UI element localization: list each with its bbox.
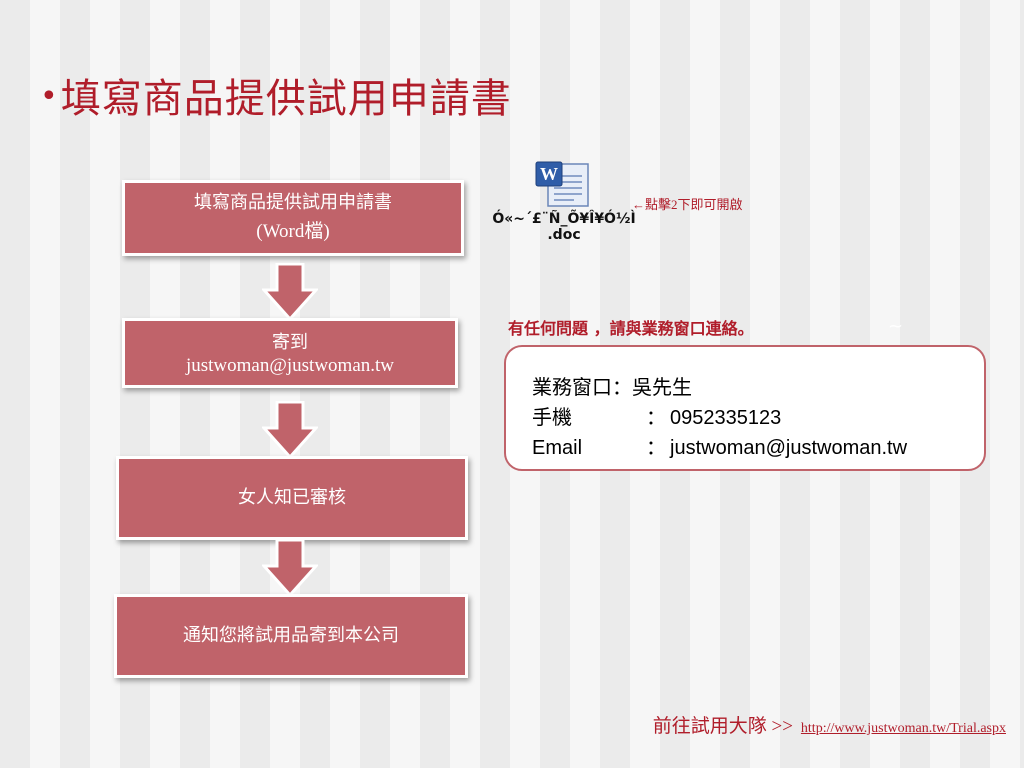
attachment-filename-line-2: .doc xyxy=(547,227,581,243)
down-arrow-3 xyxy=(262,539,318,597)
email-colon: ： xyxy=(646,437,666,459)
flow-step-review: 女人知已審核 xyxy=(116,456,468,540)
title-bullet: • xyxy=(40,79,59,114)
title-text: 填寫商品提供試用申請書 xyxy=(60,76,512,122)
step-2-line-2: justwoman@justwoman.tw xyxy=(185,355,395,377)
phone-colon: ： xyxy=(646,407,666,429)
flow-step-fill-form: 填寫商品提供試用申請書 (Word檔) xyxy=(122,180,464,256)
email-label: Email xyxy=(532,437,583,459)
down-arrow-1 xyxy=(262,263,318,321)
phone-label: 手機 xyxy=(532,407,572,429)
word-document-icon[interactable]: W xyxy=(534,160,592,208)
flow-step-notify: 通知您將試用品寄到本公司 xyxy=(114,594,468,678)
phone-value: 0952335123 xyxy=(670,407,782,429)
decorative-mark: ~ xyxy=(888,316,904,337)
contact-box: 業務窗口：吳先生 手機 ：0952335123 Email ：justwoman@j… xyxy=(504,345,986,471)
footer: 前往試用大隊 >> http://www.justwoman.tw/Trial.a… xyxy=(653,711,1006,738)
attachment-filename[interactable]: Ó«~´£¨Ñ_Õ¥Î¥Ó½Ì .doc xyxy=(480,211,648,243)
attachment-filename-line-1: Ó«~´£¨Ñ_Õ¥Î¥Ó½Ì xyxy=(492,211,636,227)
step-3-line-1: 女人知已審核 xyxy=(238,487,346,509)
svg-text:W: W xyxy=(540,164,558,184)
step-1-line-2: (Word檔) xyxy=(256,221,330,243)
page-title: •填寫商品提供試用申請書 xyxy=(40,66,512,124)
down-arrow-2 xyxy=(262,401,318,459)
contact-representative: 業務窗口：吳先生 xyxy=(532,377,692,399)
step-1-line-1: 填寫商品提供試用申請書 xyxy=(194,192,392,214)
go-trial-link[interactable]: 前往試用大隊 >> xyxy=(652,716,793,737)
contact-row-phone: 手機 ：0952335123 xyxy=(532,401,781,430)
open-hint-text: ←點擊2下即可開啟 xyxy=(632,197,743,212)
contact-row-email: Email ：justwoman@justwoman.tw xyxy=(532,431,907,460)
contact-row-representative: 業務窗口：吳先生 xyxy=(532,371,692,400)
trial-url-link[interactable]: http://www.justwoman.tw/Trial.aspx xyxy=(800,721,1006,736)
step-4-line-1: 通知您將試用品寄到本公司 xyxy=(183,625,399,647)
step-2-line-1: 寄到 xyxy=(272,332,308,353)
flow-step-send-email: 寄到 justwoman@justwoman.tw xyxy=(122,318,458,388)
email-value: justwoman@justwoman.tw xyxy=(670,437,908,459)
contact-note: 有任何問題 ，請與業務窗口連絡。 xyxy=(508,319,754,338)
